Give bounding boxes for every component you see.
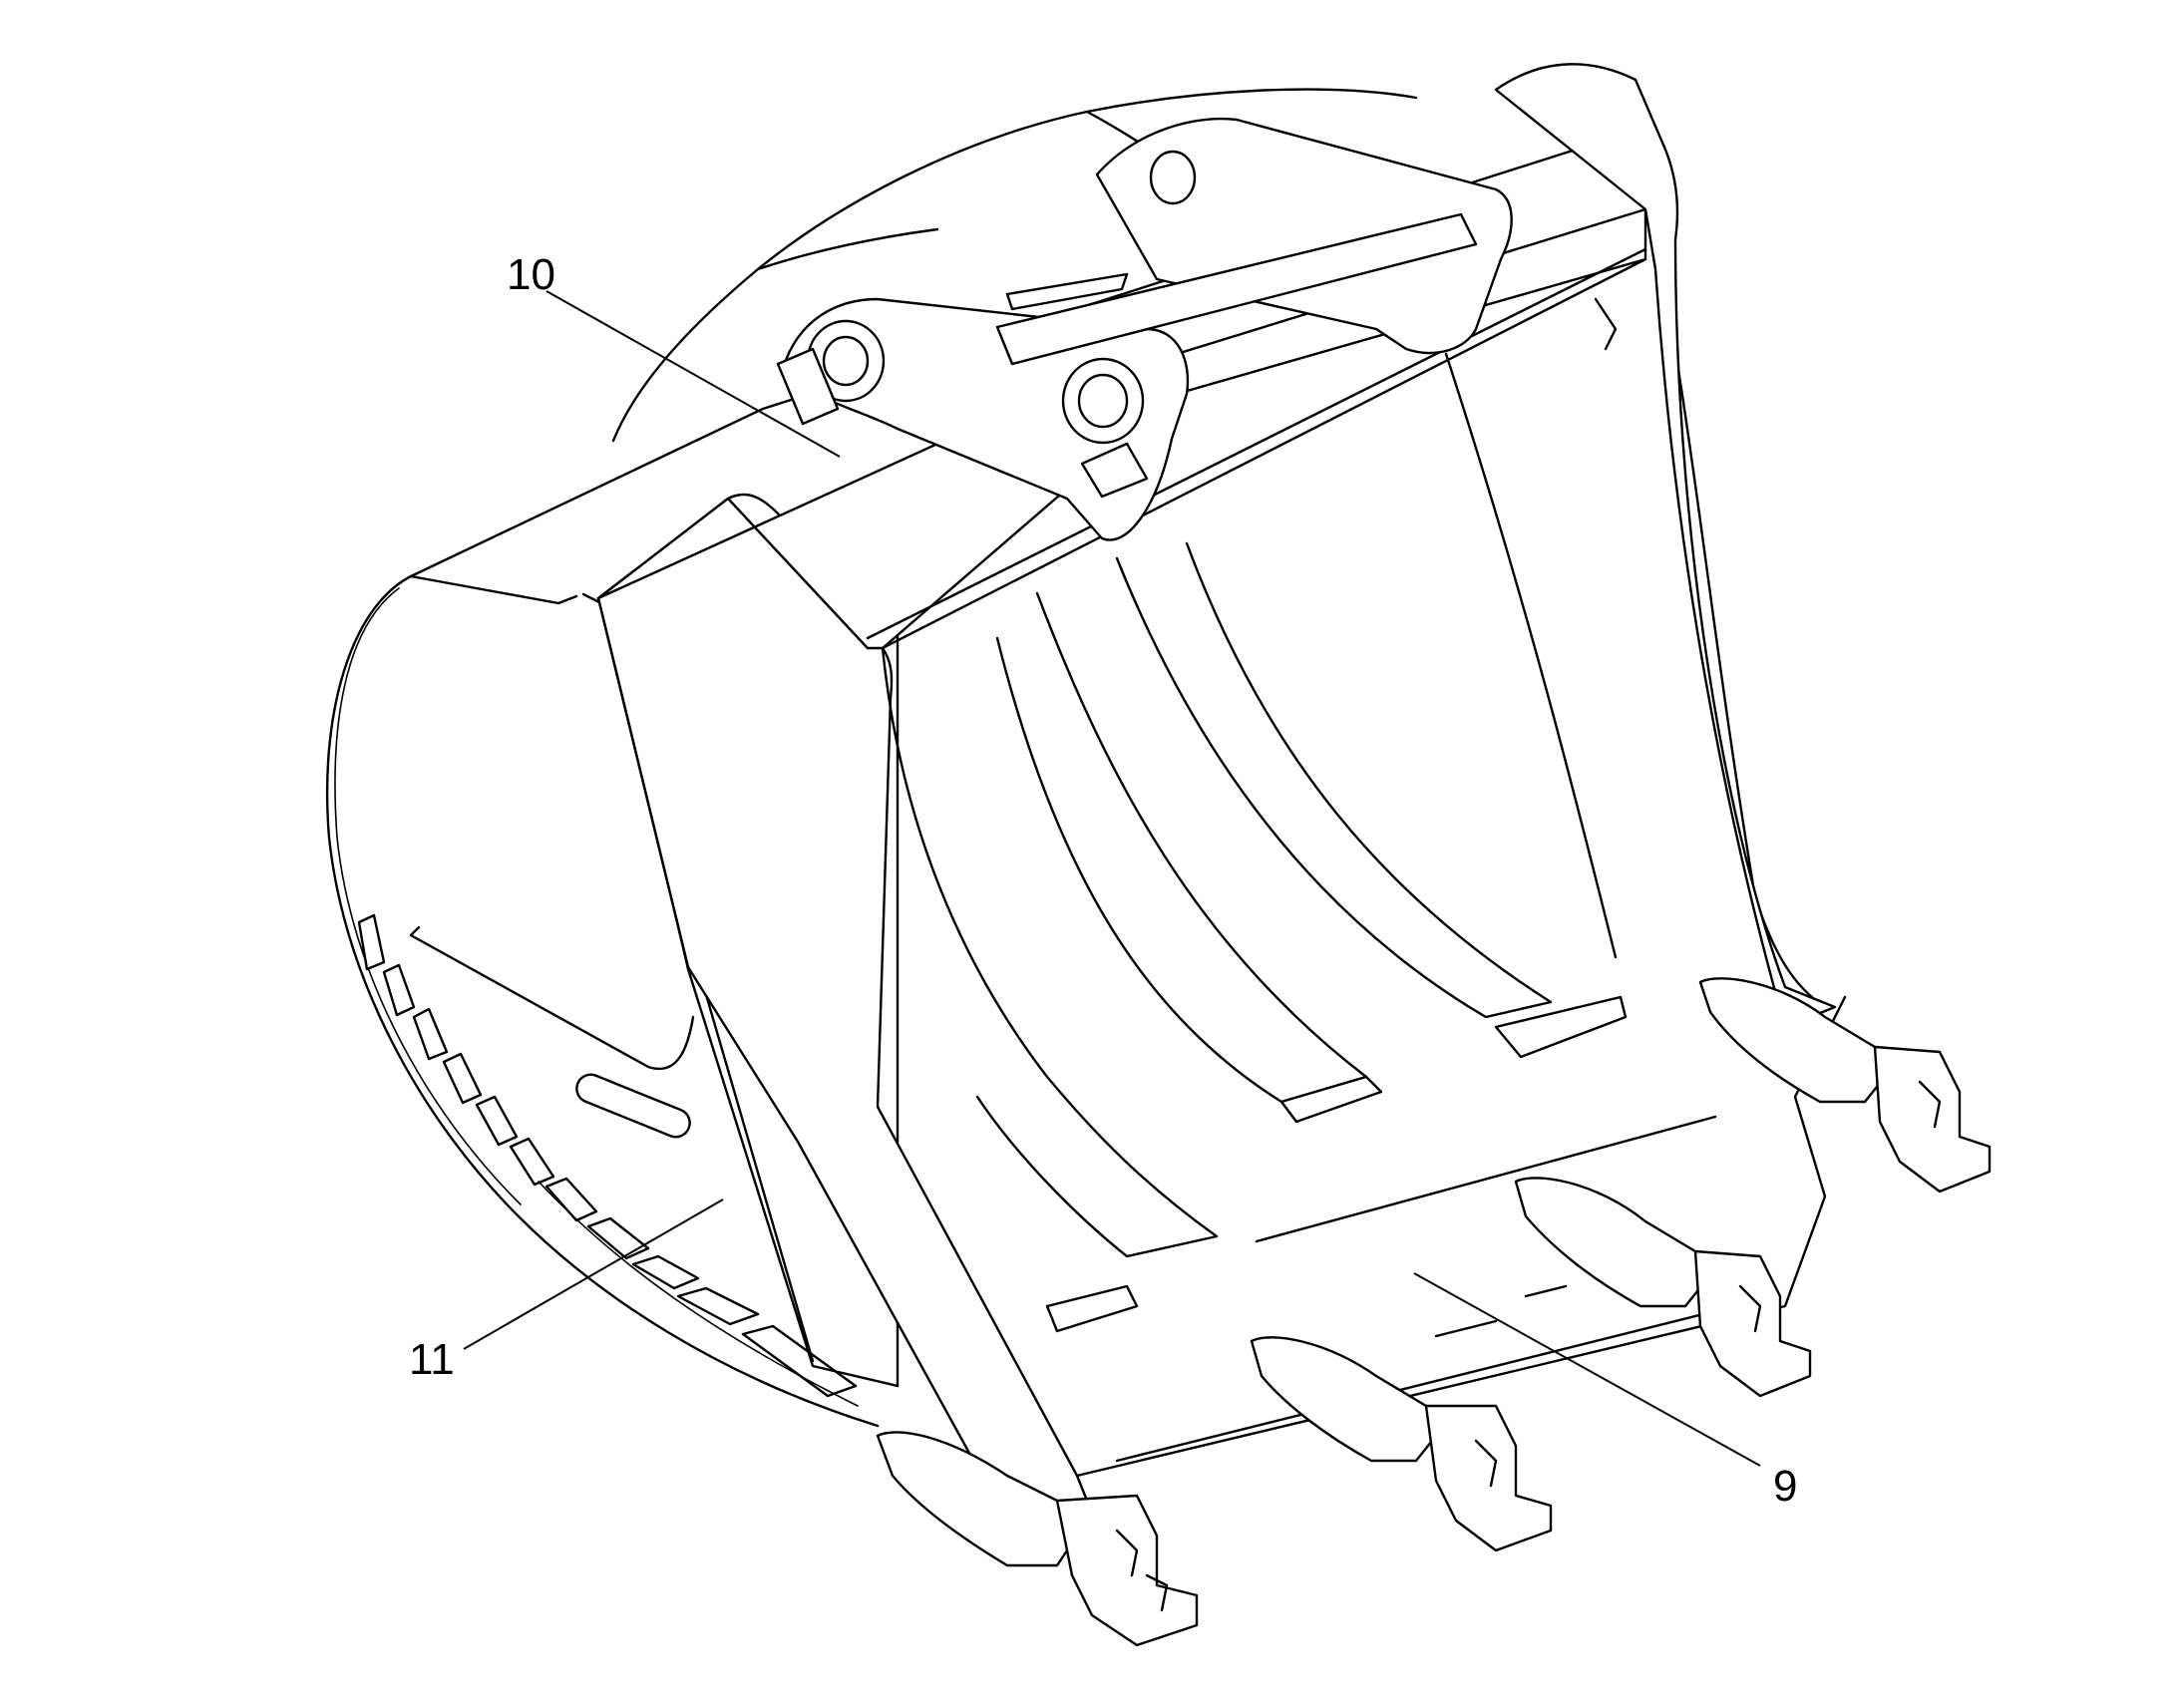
tooth-1 [876, 1431, 1199, 1647]
callout-labels: 10 11 9 [409, 250, 1797, 1511]
hinge-pin [995, 212, 1478, 366]
lock-bracket-right [1080, 442, 1149, 499]
leader-lines [463, 290, 1761, 1467]
hinge-boss-right [1061, 357, 1145, 445]
hinge-assembly [776, 117, 1513, 541]
right-side-plate [1494, 63, 1837, 1029]
tooth-4 [1698, 977, 1992, 1194]
leader-10 [545, 290, 841, 458]
callout-10: 10 [507, 250, 555, 299]
lock-bracket-left [776, 347, 840, 426]
left-strut [596, 493, 1089, 1508]
tooth-2 [1250, 1336, 1553, 1552]
callout-11: 11 [409, 1335, 455, 1384]
leader-11 [463, 1198, 724, 1350]
bucket-teeth [876, 977, 1992, 1647]
side-slot [575, 1073, 691, 1139]
leader-9 [1413, 1272, 1761, 1467]
callout-9: 9 [1773, 1462, 1797, 1511]
top-bore [1149, 150, 1197, 205]
rib-tip-1 [1279, 1075, 1383, 1124]
rib-tip-3 [1045, 1284, 1139, 1333]
wear-strips [357, 913, 859, 1407]
rib-tip-2 [1494, 995, 1628, 1059]
tooth-3 [1514, 1177, 1812, 1398]
cutting-edge [1075, 995, 1847, 1478]
floor-ribs [881, 352, 1628, 1333]
